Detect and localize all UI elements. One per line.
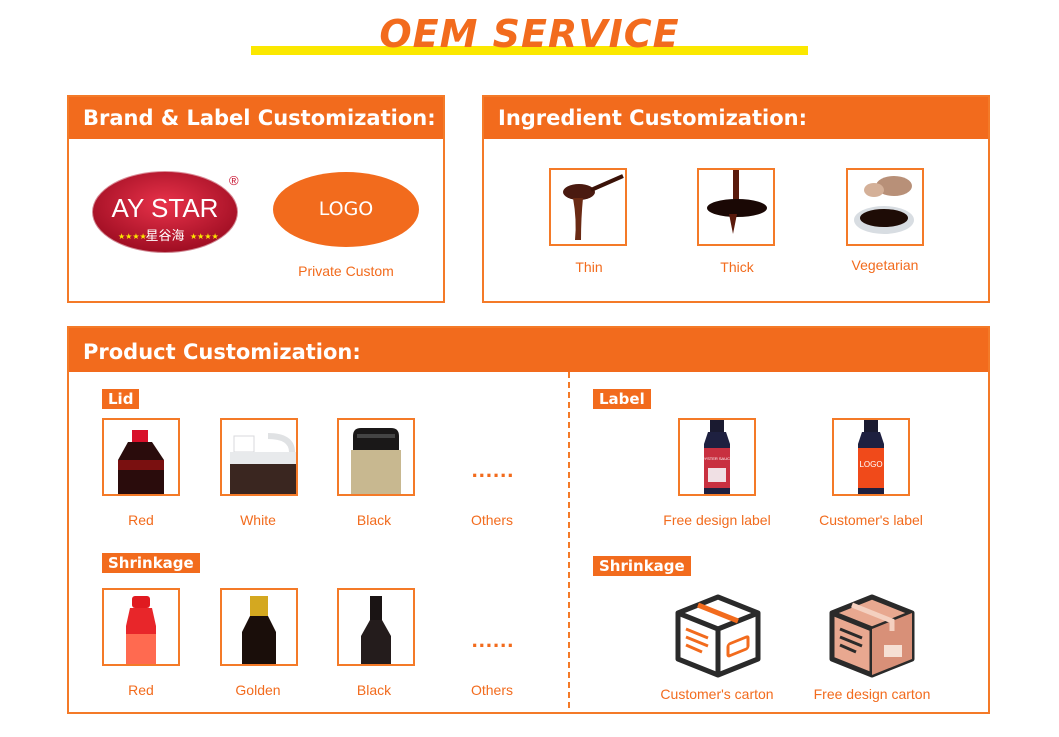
bottle-logo-text: LOGO (859, 460, 882, 469)
shrink-golden-image (220, 588, 298, 666)
product-heading: Product Customization: (69, 328, 988, 372)
customer-carton-caption: Customer's carton (660, 686, 774, 702)
lid-white-image (220, 418, 298, 496)
free-design-label-image: OYSTER SAUCE (678, 418, 756, 496)
vegetarian-caption: Vegetarian (851, 257, 919, 273)
ingredient-heading: Ingredient Customization: (484, 97, 988, 139)
vegetarian-sauce-image (846, 168, 924, 246)
logo-subtext: 星谷海 (145, 229, 184, 244)
lid-red-image (102, 418, 180, 496)
shrinkage-left-tag: Shrinkage (102, 553, 200, 573)
lid-red-caption: Red (128, 512, 154, 528)
thick-caption: Thick (720, 259, 754, 275)
page-title: OEM SERVICE (379, 12, 680, 56)
private-custom-caption: Private Custom (298, 263, 394, 279)
logo-oval-label: LOGO (318, 198, 374, 220)
shrink-black-image (337, 588, 415, 666)
aystar-logo: AY STAR 星谷海 ★★★★ ★★★★ (91, 170, 239, 254)
logo-oval[interactable]: LOGO (273, 172, 419, 247)
shrink-red-caption: Red (128, 682, 154, 698)
svg-text:★★★★: ★★★★ (118, 232, 147, 241)
lid-white-caption: White (240, 512, 276, 528)
brand-panel: Brand & Label Customization: AY STAR 星谷海… (67, 95, 445, 303)
free-design-label-caption: Free design label (663, 512, 771, 528)
bottle-label-text: OYSTER SAUCE (701, 456, 733, 461)
shrink-red-image (102, 588, 180, 666)
shrink-others-caption: Others (470, 682, 513, 698)
shrink-more-dots: ...... (471, 627, 515, 652)
customer-label-caption: Customer's label (819, 512, 923, 528)
shrink-golden-caption: Golden (235, 682, 281, 698)
lid-others-caption: Others (470, 512, 513, 528)
ingredient-panel: Ingredient Customization: Thin Thick Veg… (482, 95, 990, 303)
section-divider (568, 372, 570, 708)
shrink-black-caption: Black (356, 682, 392, 698)
svg-text:★★★★: ★★★★ (190, 232, 219, 241)
registered-mark: ® (229, 173, 239, 188)
title-underline (251, 46, 808, 55)
customer-carton-icon (675, 594, 761, 678)
thin-caption: Thin (575, 259, 603, 275)
shrinkage-right-tag: Shrinkage (593, 556, 691, 576)
lid-black-caption: Black (356, 512, 392, 528)
lid-black-image (337, 418, 415, 496)
lid-tag: Lid (102, 389, 140, 409)
logo-text: AY STAR (112, 193, 219, 223)
free-design-carton-icon (829, 594, 915, 678)
brand-heading: Brand & Label Customization: (69, 97, 443, 139)
label-tag: Label (593, 389, 651, 409)
free-design-carton-caption: Free design carton (813, 686, 931, 702)
thick-sauce-image (697, 168, 775, 246)
product-panel: Product Customization: (67, 326, 990, 714)
customer-label-image: LOGO (832, 418, 910, 496)
thin-sauce-image (549, 168, 627, 246)
lid-more-dots: ...... (471, 457, 515, 482)
